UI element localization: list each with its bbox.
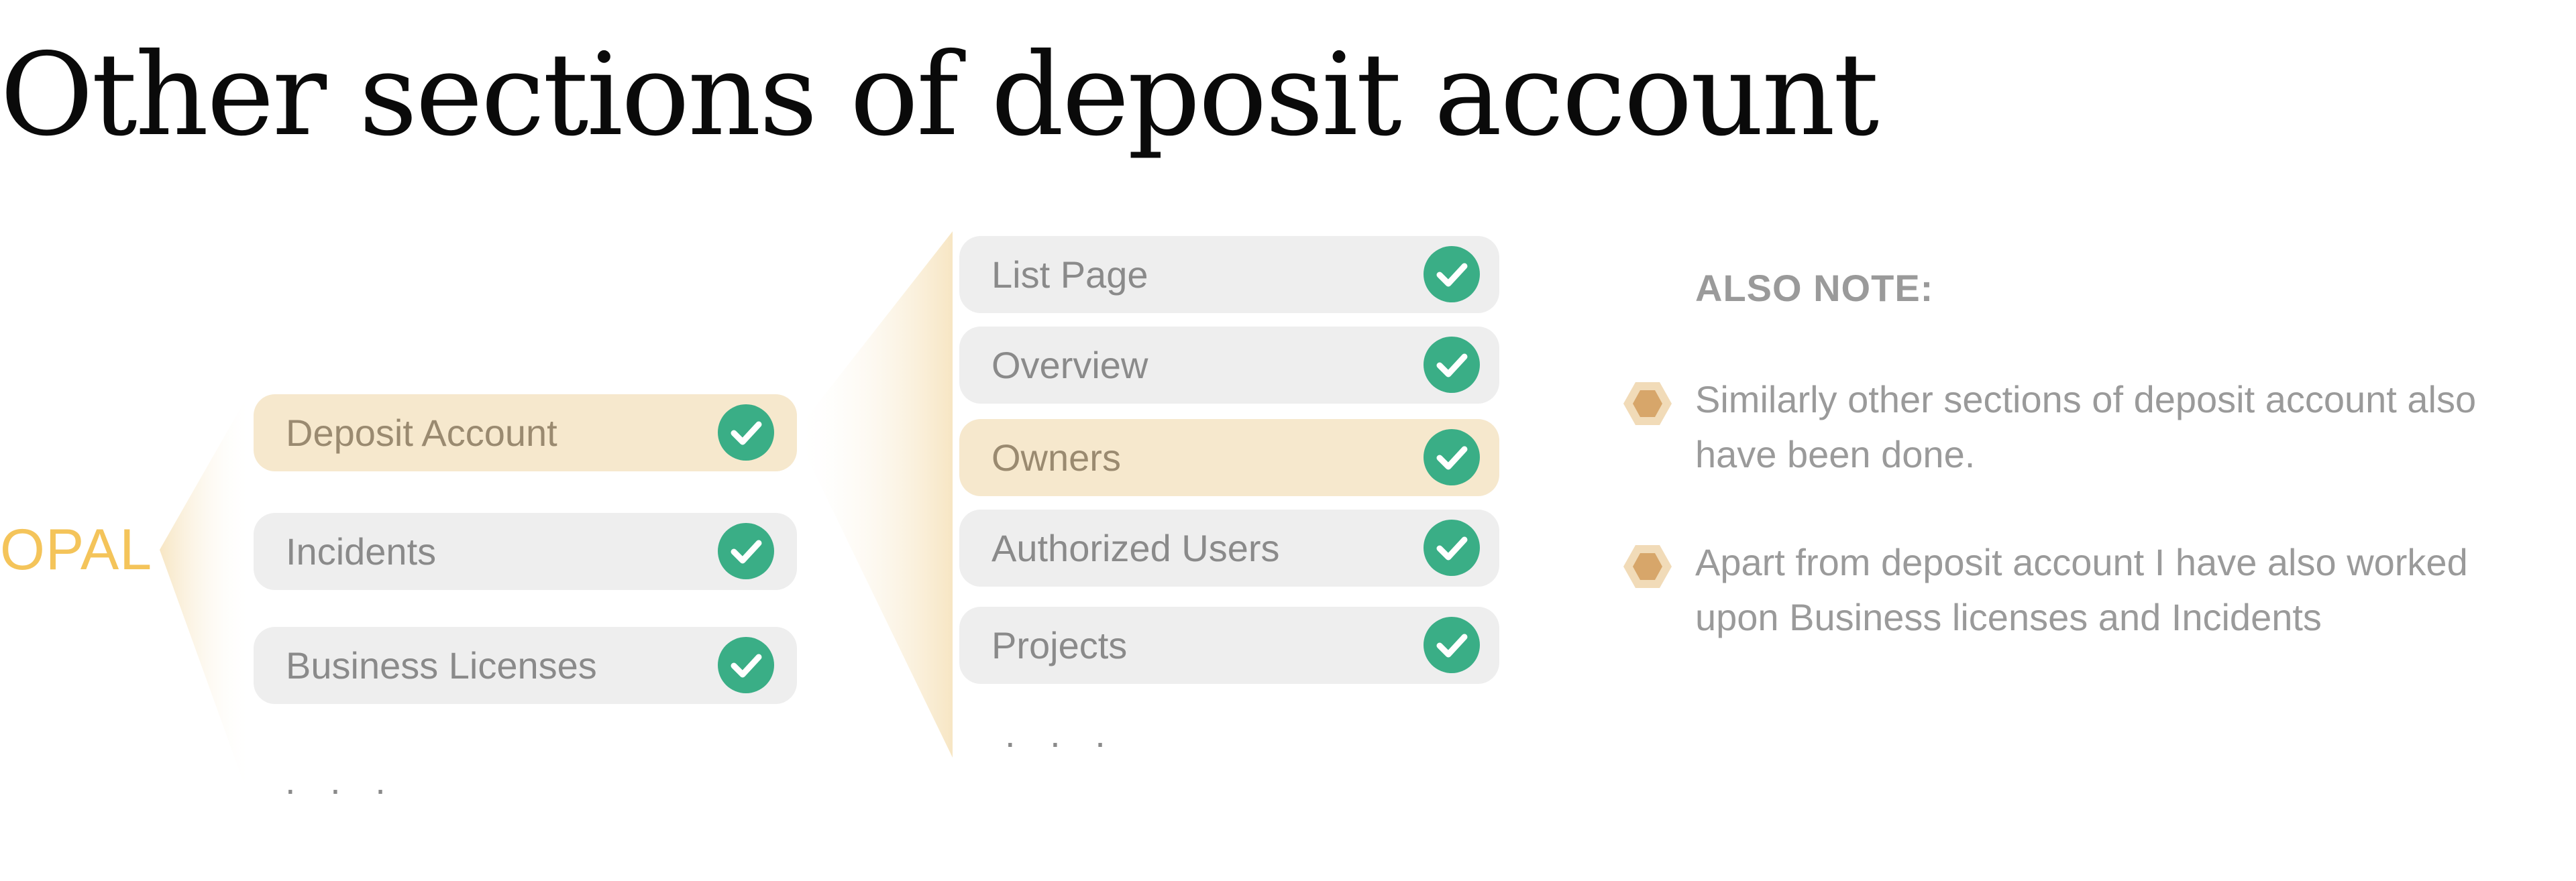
check-circle-icon xyxy=(1424,337,1480,393)
pill-label: Authorized Users xyxy=(991,527,1280,569)
fan-root-to-level1 xyxy=(160,389,252,805)
check-circle-icon xyxy=(1424,617,1480,673)
check-circle-icon xyxy=(718,637,774,693)
pill-label: Overview xyxy=(991,344,1148,386)
fan-level1-to-level2 xyxy=(795,231,953,758)
pill-label: Projects xyxy=(991,624,1128,666)
note-item: Similarly other sections of deposit acco… xyxy=(1695,378,2477,475)
check-circle-icon xyxy=(718,523,774,579)
hexagon-bullet-icon xyxy=(1623,382,1672,425)
check-circle-icon xyxy=(718,404,774,461)
check-circle-icon xyxy=(1424,246,1480,302)
pill-label: Owners xyxy=(991,436,1121,479)
pill-label: Business Licenses xyxy=(286,644,597,687)
page-title: Other sections of deposit account xyxy=(0,29,1879,162)
level1-item-deposit-account[interactable]: Deposit Account xyxy=(254,394,797,471)
root-node-label: OPAL xyxy=(0,518,153,582)
pill-label: List Page xyxy=(991,253,1148,296)
note-item: Apart from deposit account I have also w… xyxy=(1695,541,2468,638)
check-circle-icon xyxy=(1424,520,1480,576)
level2-item-projects[interactable]: Projects xyxy=(959,607,1499,684)
level2-more-indicator: . . . xyxy=(1005,713,1118,755)
notes-heading: ALSO NOTE: xyxy=(1695,267,1934,309)
pill-label: Incidents xyxy=(286,530,437,573)
level1-item-incidents[interactable]: Incidents xyxy=(254,513,797,590)
level2-item-authorized-users[interactable]: Authorized Users xyxy=(959,510,1499,587)
level2-item-owners[interactable]: Owners xyxy=(959,419,1499,496)
pill-label: Deposit Account xyxy=(286,412,557,454)
hexagon-bullet-icon xyxy=(1623,545,1672,588)
level2-item-list-page[interactable]: List Page xyxy=(959,236,1499,313)
level2-item-overview[interactable]: Overview xyxy=(959,327,1499,404)
level1-item-business-licenses[interactable]: Business Licenses xyxy=(254,627,797,704)
check-circle-icon xyxy=(1424,429,1480,485)
level1-more-indicator: . . . xyxy=(285,760,398,802)
